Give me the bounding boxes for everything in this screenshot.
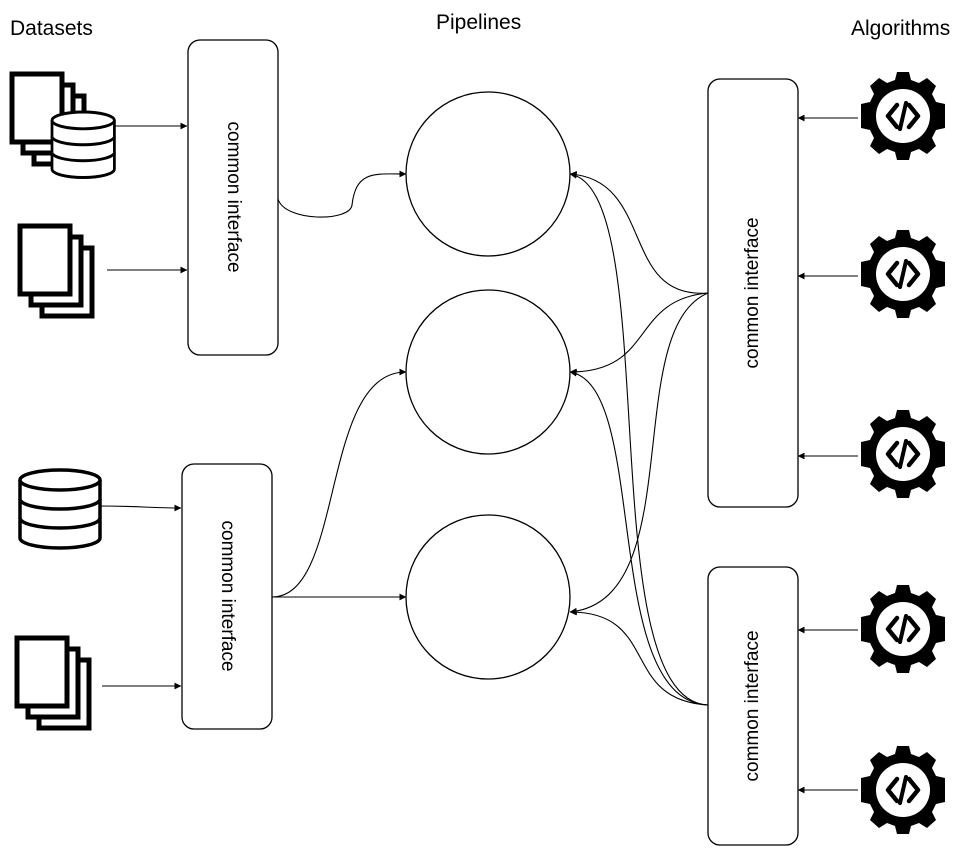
edge-algointerface2-pipeline2 xyxy=(569,369,709,706)
edge-algointerface1-pipeline3 xyxy=(569,292,709,615)
pipelines-title: Pipelines xyxy=(436,11,521,34)
documents-stack-icon xyxy=(20,226,92,316)
dataset-2 xyxy=(20,226,92,316)
gear-code-icon xyxy=(861,230,945,318)
algorithm-interface-top: common interface xyxy=(707,78,799,508)
gear-code-icon xyxy=(861,410,945,498)
dataset-interface-bottom-label: common interface xyxy=(217,520,238,671)
edge-algointerface1-pipeline1 xyxy=(569,170,709,294)
algorithm-interface-top-label: common interface xyxy=(742,217,763,368)
gear-code-icon xyxy=(861,585,945,673)
gear-code-icon xyxy=(861,72,945,160)
edge-algointerface2-pipeline3 xyxy=(569,608,709,706)
algorithm-interface-bottom: common interface xyxy=(707,566,799,846)
database-icon xyxy=(50,110,116,179)
pipeline-1 xyxy=(405,91,571,257)
edge-interface1-pipeline1 xyxy=(277,170,407,218)
dataset-4 xyxy=(17,638,89,728)
edge-dataset3-interface xyxy=(97,504,182,512)
database-icon xyxy=(18,468,102,550)
dataset-interface-top: common interface xyxy=(187,39,279,356)
datasets-title: Datasets xyxy=(10,17,93,40)
dataset-3 xyxy=(18,468,102,550)
dataset-interface-top-label: common interface xyxy=(223,121,244,272)
edge-algointerface1-pipeline2 xyxy=(569,292,709,376)
dataset-interface-bottom: common interface xyxy=(181,463,273,730)
algorithm-interface-bottom-label: common interface xyxy=(742,630,763,781)
documents-stack-icon xyxy=(17,638,89,728)
algorithms-title: Algorithms xyxy=(851,17,950,40)
dataset-1 xyxy=(12,74,116,179)
edge-interface2-pipeline2 xyxy=(271,368,407,598)
pipeline-2 xyxy=(405,289,571,455)
edges xyxy=(97,114,858,794)
pipeline-3 xyxy=(405,514,571,680)
gear-code-icon xyxy=(861,746,945,834)
edge-algointerface2-pipeline1 xyxy=(569,171,709,706)
